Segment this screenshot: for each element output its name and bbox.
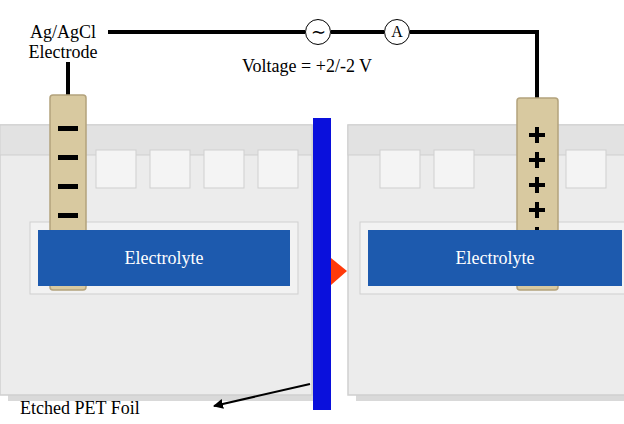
node-text: Electrolyte (125, 249, 204, 267)
electrolyte-box: Electrolyte (368, 230, 622, 286)
electrolyte-box: Electrolyte (38, 230, 290, 286)
node-text: ∼ (311, 23, 326, 41)
voltage-label: Voltage = +2/-2 V (222, 56, 392, 76)
electrode-label: Ag/AgCl Electrode (18, 22, 108, 62)
node-text: Electrolyte (456, 249, 535, 267)
left-cell (0, 125, 320, 401)
foil-label: Etched PET Foil (20, 398, 210, 418)
wire (410, 32, 537, 100)
node-text: A (391, 24, 403, 40)
ammeter-symbol: A (384, 19, 410, 45)
wire (331, 30, 384, 34)
right-cell (348, 125, 624, 401)
pet-foil (313, 118, 331, 410)
ac-source-symbol: ∼ (305, 19, 331, 45)
leader-arrow (214, 384, 310, 406)
etched-pore (331, 258, 347, 285)
